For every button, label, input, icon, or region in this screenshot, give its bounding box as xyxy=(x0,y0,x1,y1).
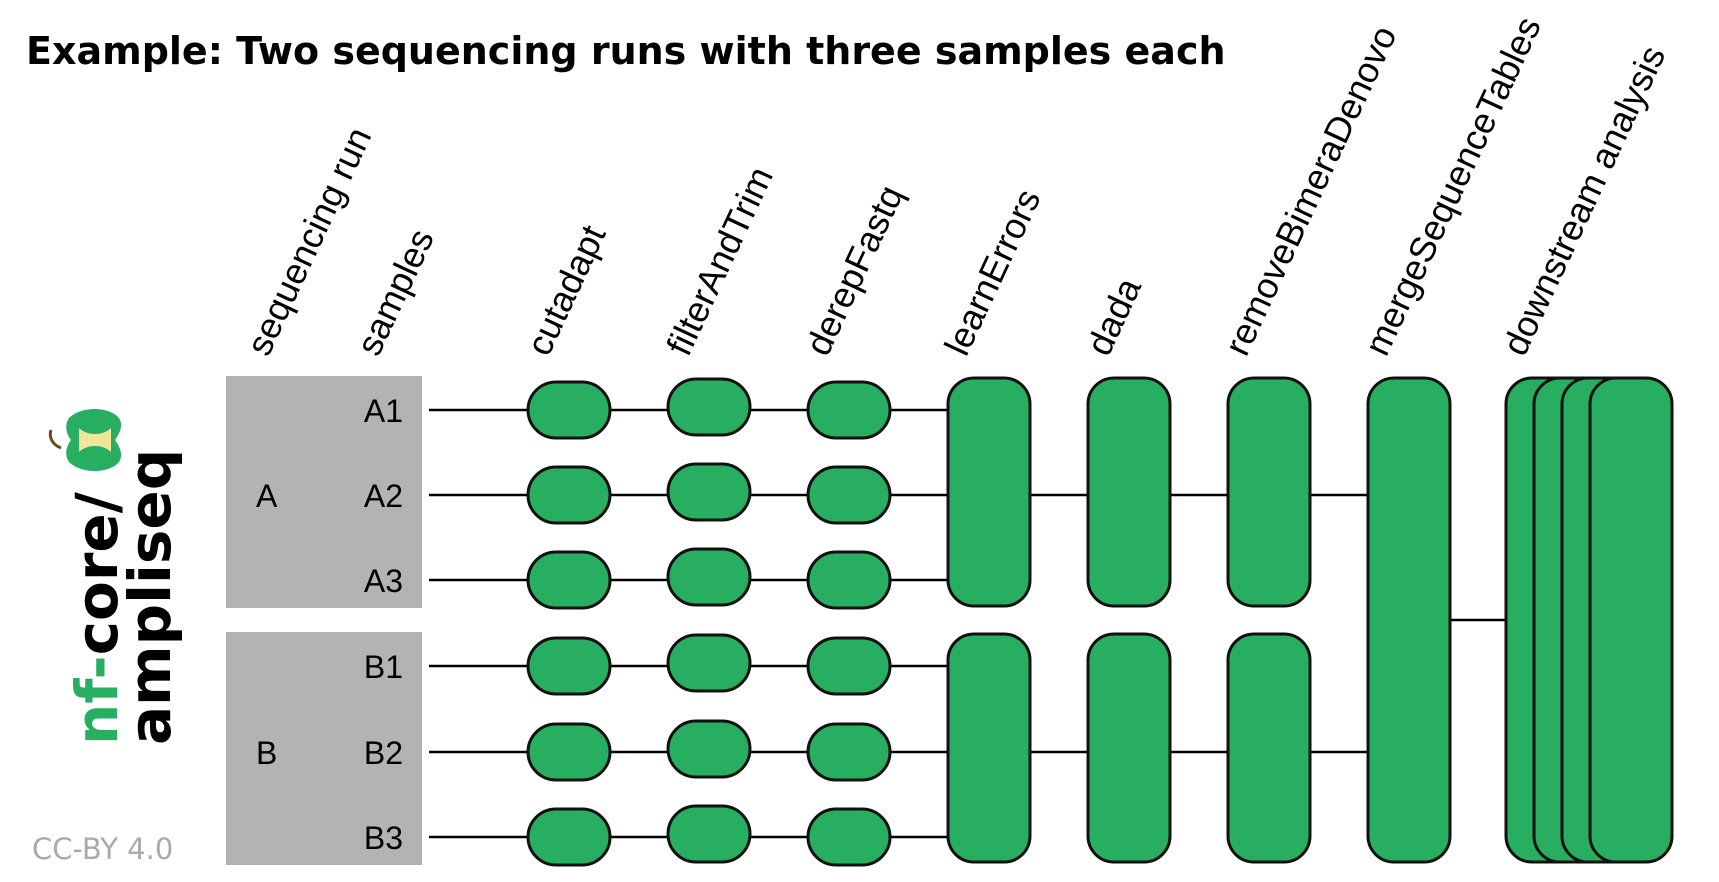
run-box-b xyxy=(226,632,422,865)
node-removebimeradenovo-run-b xyxy=(1226,632,1312,864)
node-learnerrors-run-b xyxy=(946,632,1032,864)
run-label-b: B xyxy=(256,735,277,771)
node-derepfastq-a3 xyxy=(806,550,892,610)
node-cutadapt-a1 xyxy=(526,380,612,440)
sample-label-a2: A2 xyxy=(364,478,403,514)
node-filterandtrim-a1 xyxy=(666,377,752,437)
run-box-a xyxy=(226,376,422,608)
diagram-title: Example: Two sequencing runs with three … xyxy=(26,29,1226,73)
sample-label-b3: B3 xyxy=(364,820,403,856)
node-mergesequencetables xyxy=(1366,376,1452,864)
node-filterandtrim-b2 xyxy=(666,719,752,779)
nf-core-ampliseq-logo: nf-core/ ampliseq xyxy=(48,409,184,745)
node-derepfastq-a1 xyxy=(806,380,892,440)
run-label-a: A xyxy=(256,478,278,514)
svg-text:nf-core/: nf-core/ xyxy=(63,491,131,745)
logo-core: core/ xyxy=(63,491,131,655)
node-filterandtrim-a3 xyxy=(666,547,752,607)
node-filterandtrim-b1 xyxy=(666,633,752,693)
logo-ampliseq: ampliseq xyxy=(116,449,184,745)
license-text: CC-BY 4.0 xyxy=(32,832,173,866)
node-learnerrors-run-a xyxy=(946,376,1032,608)
sample-label-a3: A3 xyxy=(364,563,403,599)
node-filterandtrim-a2 xyxy=(666,462,752,522)
node-filterandtrim-b3 xyxy=(666,804,752,864)
sample-label-b1: B1 xyxy=(364,649,403,685)
column-label-downstream-analysis: downstream analysis xyxy=(1494,39,1673,361)
column-label-derepfastq: derepFastq xyxy=(797,179,911,361)
column-label-filterandtrim: filterAndTrim xyxy=(658,160,781,361)
sample-label-b2: B2 xyxy=(364,735,403,771)
node-cutadapt-b1 xyxy=(526,636,612,696)
node-cutadapt-b2 xyxy=(526,722,612,782)
logo-nf: nf xyxy=(63,678,131,745)
column-label-cutadapt: cutadapt xyxy=(518,219,614,362)
node-downstream-analysis-4 xyxy=(1588,376,1674,864)
sample-label-a1: A1 xyxy=(364,393,403,429)
node-derepfastq-b1 xyxy=(806,636,892,696)
node-cutadapt-a2 xyxy=(526,465,612,525)
node-derepfastq-a2 xyxy=(806,465,892,525)
column-label-samples: samples xyxy=(348,223,442,362)
node-dada-run-a xyxy=(1086,376,1172,608)
node-derepfastq-b3 xyxy=(806,807,892,867)
logo-dash: - xyxy=(63,655,131,679)
column-label-learnerrors: learnErrors xyxy=(936,183,1048,362)
node-cutadapt-b3 xyxy=(526,807,612,867)
node-cutadapt-a3 xyxy=(526,550,612,610)
node-dada-run-b xyxy=(1086,632,1172,864)
column-label-dada: dada xyxy=(1078,271,1149,362)
apple-icon xyxy=(48,409,122,471)
node-derepfastq-b2 xyxy=(806,722,892,782)
nodes xyxy=(526,376,1674,867)
node-removebimeradenovo-run-a xyxy=(1226,376,1312,608)
